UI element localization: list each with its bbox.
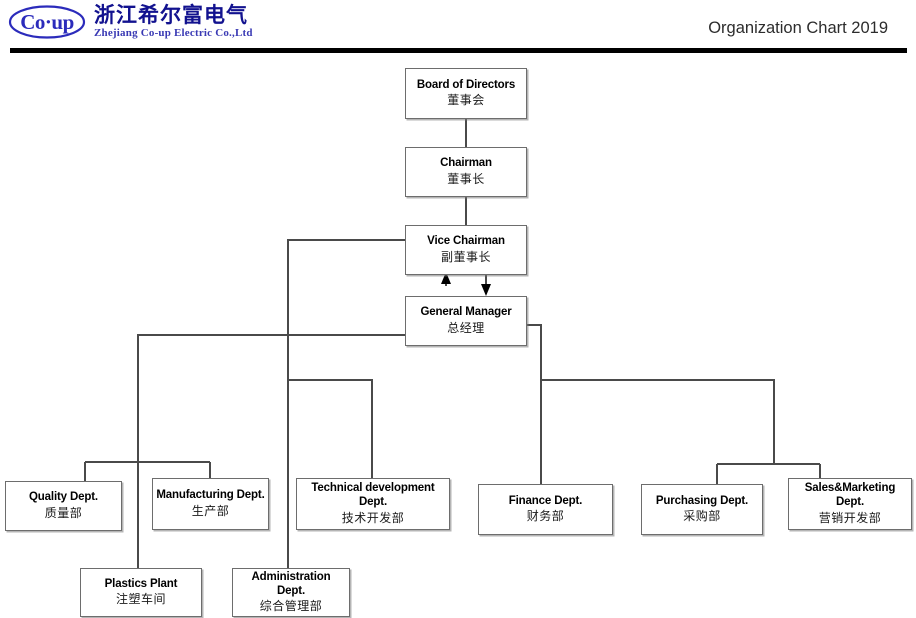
node-label-en: Finance Dept. <box>508 494 583 507</box>
node-label-en: Administration Dept. <box>251 570 331 597</box>
node-technical-development-dept[interactable]: Technical development Dept. 技术开发部 <box>296 478 450 530</box>
node-board-of-directors[interactable]: Board of Directors 董事会 <box>405 68 527 119</box>
node-label-en: Plastics Plant <box>104 577 178 590</box>
company-logo: Co·up 浙江希尔富电气 Zhejiang Co-up Electric Co… <box>8 4 253 40</box>
node-chairman[interactable]: Chairman 董事长 <box>405 147 527 197</box>
edge-vice-admin <box>287 239 405 568</box>
node-label-en: Quality Dept. <box>29 491 98 504</box>
node-label-en: Vice Chairman <box>427 235 505 248</box>
node-administration-dept[interactable]: Administration Dept. 综合管理部 <box>232 568 350 617</box>
node-label-cn: 副董事长 <box>440 249 491 264</box>
node-label-en: Manufacturing Dept. <box>156 489 265 502</box>
node-general-manager[interactable]: General Manager 总经理 <box>405 296 527 346</box>
node-label-cn: 技术开发部 <box>341 510 405 525</box>
arrow-down-icon <box>481 284 491 296</box>
node-plastics-plant[interactable]: Plastics Plant 注塑车间 <box>80 568 202 617</box>
node-label-en: Chairman <box>440 157 492 170</box>
edge-right-bus <box>541 379 775 464</box>
company-name-chinese: 浙江希尔富电气 <box>94 3 248 27</box>
node-label-en: Board of Directors <box>416 78 516 91</box>
node-label-cn: 注塑车间 <box>115 592 166 607</box>
coup-logo-icon: Co·up <box>8 5 86 39</box>
edge-gm-left-bus <box>137 334 405 568</box>
company-name-english: Zhejiang Co-up Electric Co.,Ltd <box>94 27 253 40</box>
node-label-cn: 采购部 <box>683 509 721 524</box>
node-quality-dept[interactable]: Quality Dept. 质量部 <box>5 481 122 531</box>
node-finance-dept[interactable]: Finance Dept. 财务部 <box>478 484 613 535</box>
node-label-en: Sales&Marketing Dept. <box>804 482 896 508</box>
edge-gm-tech <box>288 379 373 478</box>
node-label-cn: 质量部 <box>44 505 83 520</box>
page-title: Organization Chart 2019 <box>708 19 888 37</box>
node-label-cn: 董事会 <box>447 93 485 108</box>
header-divider <box>10 48 907 53</box>
node-label-cn: 总经理 <box>447 320 485 335</box>
node-label-cn: 综合管理部 <box>259 599 323 614</box>
node-purchasing-dept[interactable]: Purchasing Dept. 采购部 <box>641 484 763 535</box>
node-sales-marketing-dept[interactable]: Sales&Marketing Dept. 营销开发部 <box>788 478 912 530</box>
node-manufacturing-dept[interactable]: Manufacturing Dept. 生产部 <box>152 478 269 530</box>
edge-gm-right-stem <box>527 324 542 380</box>
node-label-en: Technical development Dept. <box>311 482 435 508</box>
node-label-cn: 董事长 <box>447 171 485 186</box>
page-header: Co·up 浙江希尔富电气 Zhejiang Co-up Electric Co… <box>0 0 916 53</box>
vice-gm-arrowheads <box>441 272 491 296</box>
node-label-cn: 营销开发部 <box>818 510 882 525</box>
node-label-cn: 生产部 <box>191 503 230 518</box>
company-name-block: 浙江希尔富电气 Zhejiang Co-up Electric Co.,Ltd <box>94 4 253 40</box>
node-label-en: Purchasing Dept. <box>655 494 749 507</box>
node-vice-chairman[interactable]: Vice Chairman 副董事长 <box>405 225 527 275</box>
node-label-cn: 财务部 <box>526 509 565 524</box>
logo-wordmark: Co·up <box>20 9 74 34</box>
arrow-up-icon <box>441 272 451 284</box>
node-label-en: General Manager <box>420 306 512 319</box>
logo-ellipse-icon <box>8 5 86 39</box>
